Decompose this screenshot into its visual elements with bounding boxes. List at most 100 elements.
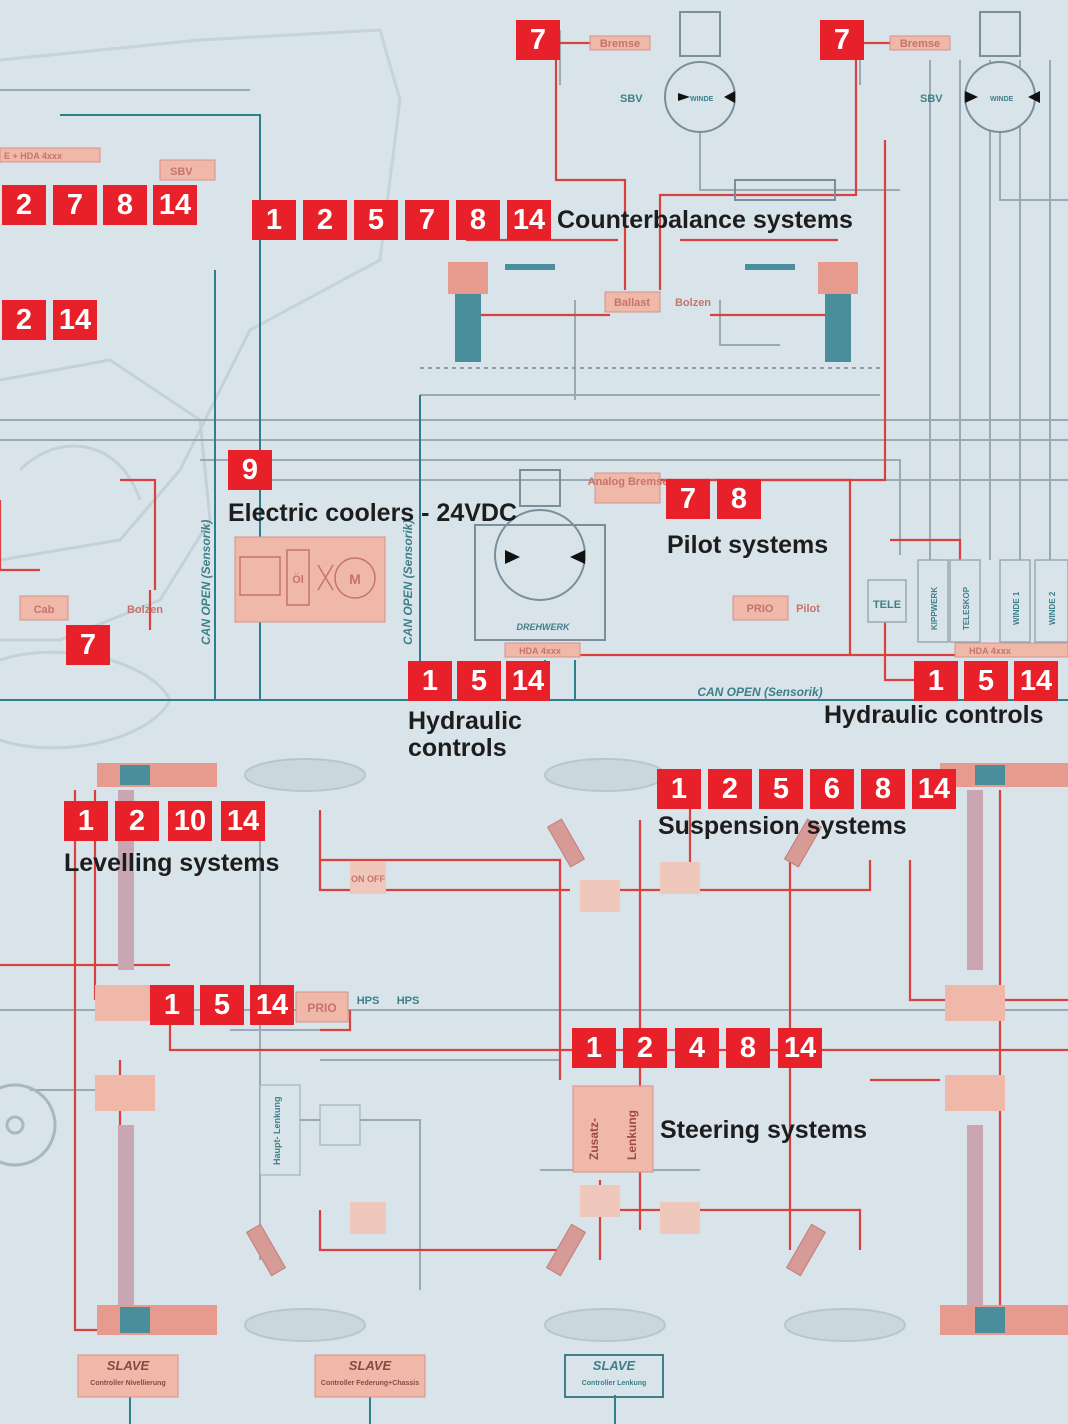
code-badge: 5 — [964, 661, 1008, 701]
cooler-motor-label: M — [349, 571, 361, 587]
winde2-label: WINDE 2 — [1048, 591, 1057, 625]
slave3-sub: Controller Lenkung — [582, 1380, 647, 1387]
can-open-label-3: CAN OPEN (Sensorik) — [697, 685, 822, 699]
code-badge: 10 — [168, 801, 212, 841]
winde-right-label: WINDE — [990, 96, 1014, 103]
code-badge: 7 — [820, 20, 864, 60]
zusatz-label: Zusatz- — [587, 1118, 601, 1160]
winde-left-label: WINDE — [690, 96, 714, 103]
bolzen-left-label: Bolzen — [127, 604, 163, 616]
code-badge: 6 — [810, 769, 854, 809]
code-badge: 1 — [408, 661, 452, 701]
code-badge: 2 — [2, 300, 46, 340]
pilot-label: Pilot — [796, 603, 820, 615]
wheels — [244, 758, 906, 1342]
kippwerk-label: KIPPWERK — [930, 587, 939, 630]
counterbalance-cylinders — [448, 262, 858, 362]
code-badge: 5 — [759, 769, 803, 809]
slave3-title: SLAVE — [593, 1358, 636, 1373]
code-badge: 7 — [516, 20, 560, 60]
sbv-left-label: SBV — [620, 93, 643, 105]
winch-motors — [474, 11, 1036, 641]
pilot-systems-label: Pilot systems — [667, 531, 829, 559]
code-badge: 1 — [572, 1028, 616, 1068]
code-badge: 8 — [726, 1028, 770, 1068]
code-badge: 8 — [861, 769, 905, 809]
code-badge: 14 — [507, 200, 551, 240]
code-badge: 14 — [250, 985, 294, 1025]
code-badge: 2 — [623, 1028, 667, 1068]
slave2-sub: Controller Federung+Chassis — [321, 1380, 419, 1387]
code-badge: 2 — [115, 801, 159, 841]
gray-lines — [0, 30, 1068, 1290]
steering-systems-label: Steering systems — [660, 1116, 868, 1144]
levelling-systems-label: Levelling systems — [64, 849, 280, 877]
prio-main-label: PRIO — [307, 1001, 336, 1015]
onoff-label: ON OFF — [351, 874, 385, 884]
code-badge: 14 — [53, 300, 97, 340]
hydraulic-controls-right-label: Hydraulic controls — [824, 701, 1044, 729]
counterbalance-label: Counterbalance systems — [557, 206, 853, 234]
can-open-label-1: CAN OPEN (Sensorik) — [199, 520, 213, 645]
code-badge: 9 — [228, 450, 272, 490]
code-badge: 2 — [708, 769, 752, 809]
teleskop-label: TELESKOP — [962, 586, 971, 630]
code-badge: 7 — [66, 625, 110, 665]
slave2-title: SLAVE — [349, 1358, 392, 1373]
code-badge: 1 — [150, 985, 194, 1025]
bremse-right-label: Bremse — [900, 38, 940, 50]
hydraulic-controls-left-line1: Hydraulic — [408, 707, 522, 735]
code-badge: 14 — [778, 1028, 822, 1068]
haupt-lenkung-label: Haupt- Lenkung — [272, 1097, 282, 1166]
prio-pilot-label: PRIO — [747, 603, 774, 615]
component-boxes — [0, 35, 1068, 1398]
code-badge: 7 — [405, 200, 449, 240]
bolzen-cb-label: Bolzen — [675, 297, 711, 309]
valve-bank — [867, 559, 1068, 643]
bremse-left-label: Bremse — [600, 38, 640, 50]
code-badge: 8 — [103, 185, 147, 225]
code-badge: 8 — [717, 479, 761, 519]
hydraulic-controls-left-line2: controls — [408, 734, 507, 762]
can-open-label-2: CAN OPEN (Sensorik) — [401, 520, 415, 645]
code-badge: 5 — [457, 661, 501, 701]
code-badge: 4 — [675, 1028, 719, 1068]
slave1-sub: Controller Nivellierung — [90, 1380, 165, 1387]
hda-top-left-label: E + HDA 4xxx — [4, 151, 62, 161]
sbv-right-label: SBV — [920, 93, 943, 105]
cab-label: Cab — [34, 604, 55, 616]
code-badge: 1 — [914, 661, 958, 701]
hda-right-label: HDA 4xxx — [969, 646, 1011, 656]
ballast-label: Ballast — [614, 297, 650, 309]
code-badge: 14 — [1014, 661, 1058, 701]
code-badge: 14 — [153, 185, 197, 225]
code-badge: 8 — [456, 200, 500, 240]
code-badge: 5 — [354, 200, 398, 240]
hps1-label: HPS — [357, 995, 380, 1007]
code-badge: 7 — [53, 185, 97, 225]
electric-coolers-label: Electric coolers - 24VDC — [228, 499, 518, 527]
code-badge: 14 — [912, 769, 956, 809]
code-badge: 2 — [2, 185, 46, 225]
drehwerk-label: DREHWERK — [517, 622, 571, 632]
steering-wheel — [0, 1083, 57, 1167]
sbv-top-left-label: SBV — [170, 166, 193, 178]
tele-label: TELE — [873, 599, 901, 611]
cooler-oil-label: Öl — [292, 573, 304, 586]
winde1-label: WINDE 1 — [1012, 591, 1021, 625]
suspension-cylinders — [95, 763, 1068, 1335]
code-badge: 14 — [221, 801, 265, 841]
code-badge: 5 — [200, 985, 244, 1025]
code-badge: 1 — [657, 769, 701, 809]
code-badge: 2 — [303, 200, 347, 240]
hda-mid-label: HDA 4xxx — [519, 646, 561, 656]
cooler-internals — [239, 549, 376, 606]
analog-bremse-label: Analog Bremse — [588, 476, 669, 488]
code-badge: 1 — [64, 801, 108, 841]
slave1-title: SLAVE — [107, 1358, 150, 1373]
suspension-systems-label: Suspension systems — [658, 812, 907, 840]
lenkung-label: Lenkung — [625, 1110, 639, 1160]
steering-cylinders — [245, 818, 827, 1277]
code-badge: 1 — [252, 200, 296, 240]
